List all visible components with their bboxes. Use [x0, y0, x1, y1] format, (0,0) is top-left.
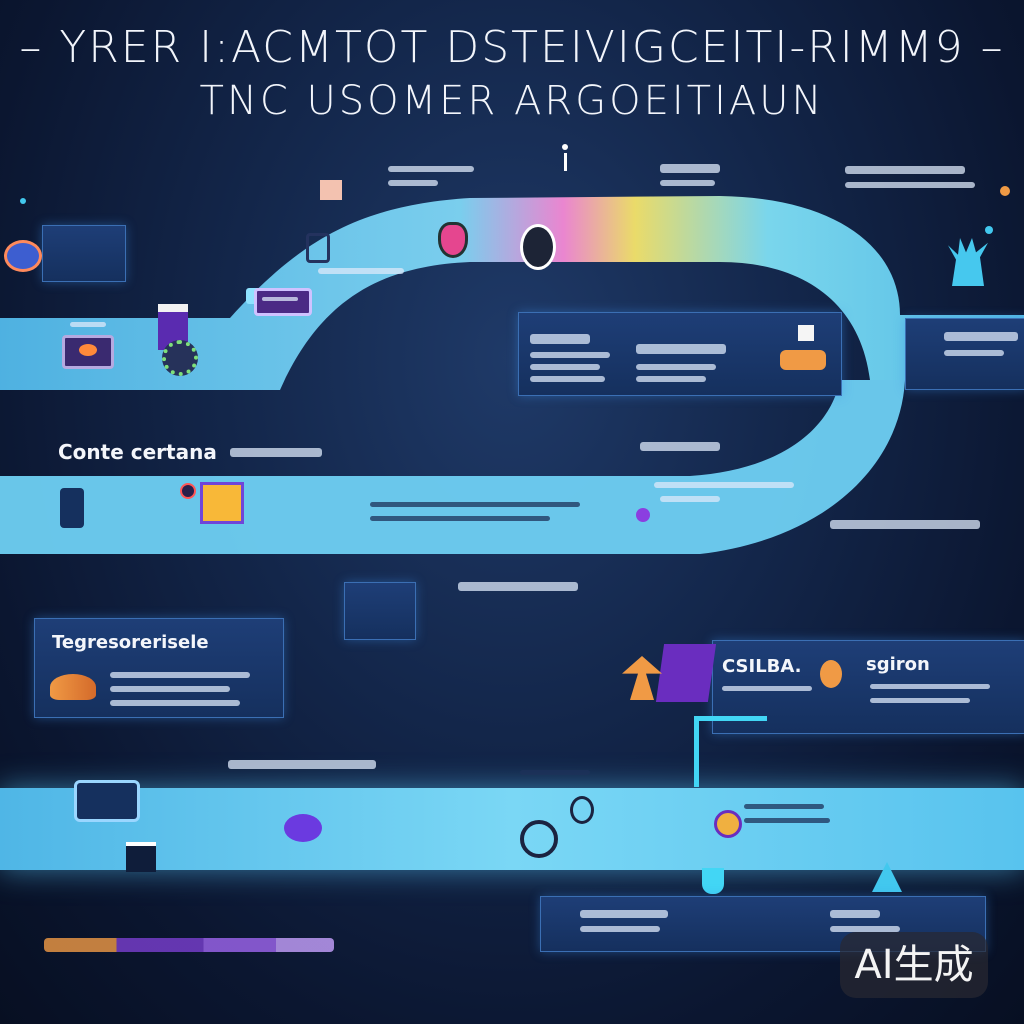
label-csilba: CSILBA.: [722, 656, 802, 677]
headline-line-1: – YRER I:ACMTOT DSTEIVIGCEITI-RIMM9 –: [19, 22, 1005, 73]
monitor-icon: [74, 780, 140, 822]
gift-box-icon: [320, 180, 342, 200]
card-top-left: [42, 225, 126, 282]
sprout-icon: [50, 674, 96, 700]
box-icon: [200, 482, 244, 524]
headline-line-2: TNC USOMER ARGOEITIAUN: [199, 78, 825, 124]
tablet-label: [70, 322, 106, 327]
road-curve: [0, 196, 1024, 554]
ticket-icon: [254, 288, 312, 316]
earring-icon: [570, 796, 594, 824]
orb-icon: [284, 814, 322, 842]
label-sgiron: sgiron: [866, 654, 930, 675]
sun-dot: [714, 810, 742, 838]
gear-icon: [162, 340, 198, 376]
road-lower-band: [0, 788, 1024, 870]
battery-icon: [306, 233, 330, 263]
caret-marker: [562, 144, 568, 172]
bucket-icon: [702, 868, 724, 894]
purple-screen-icon: [655, 644, 717, 702]
ticket-text: [262, 297, 298, 301]
signal-tower-icon: [694, 716, 767, 787]
lamp-icon: [60, 488, 84, 528]
ambient-dot: [20, 198, 26, 204]
astronaut-icon: [520, 224, 556, 270]
orange-blob-icon: [820, 660, 842, 688]
gem-icon: [438, 222, 468, 258]
tablet-icon: [62, 335, 114, 369]
coin-icon: [180, 483, 196, 499]
ambient-dot: [985, 226, 993, 234]
label-conte: Conte certana: [58, 440, 217, 464]
chair-icon: [126, 842, 156, 872]
magnifier-icon: [520, 820, 558, 858]
ambient-dot: [1000, 186, 1010, 196]
ai-generated-badge: AI生成: [840, 932, 988, 998]
purple-dot: [636, 508, 650, 522]
lens-icon: [4, 240, 42, 272]
person-icon: [780, 350, 826, 370]
bottom-left-decor-text: [44, 938, 334, 952]
window-panel-center: [344, 582, 416, 640]
info-panel-lower-left: [34, 618, 284, 718]
label-tegres: Tegresorerisele: [52, 632, 209, 653]
cube-icon: [798, 325, 814, 341]
